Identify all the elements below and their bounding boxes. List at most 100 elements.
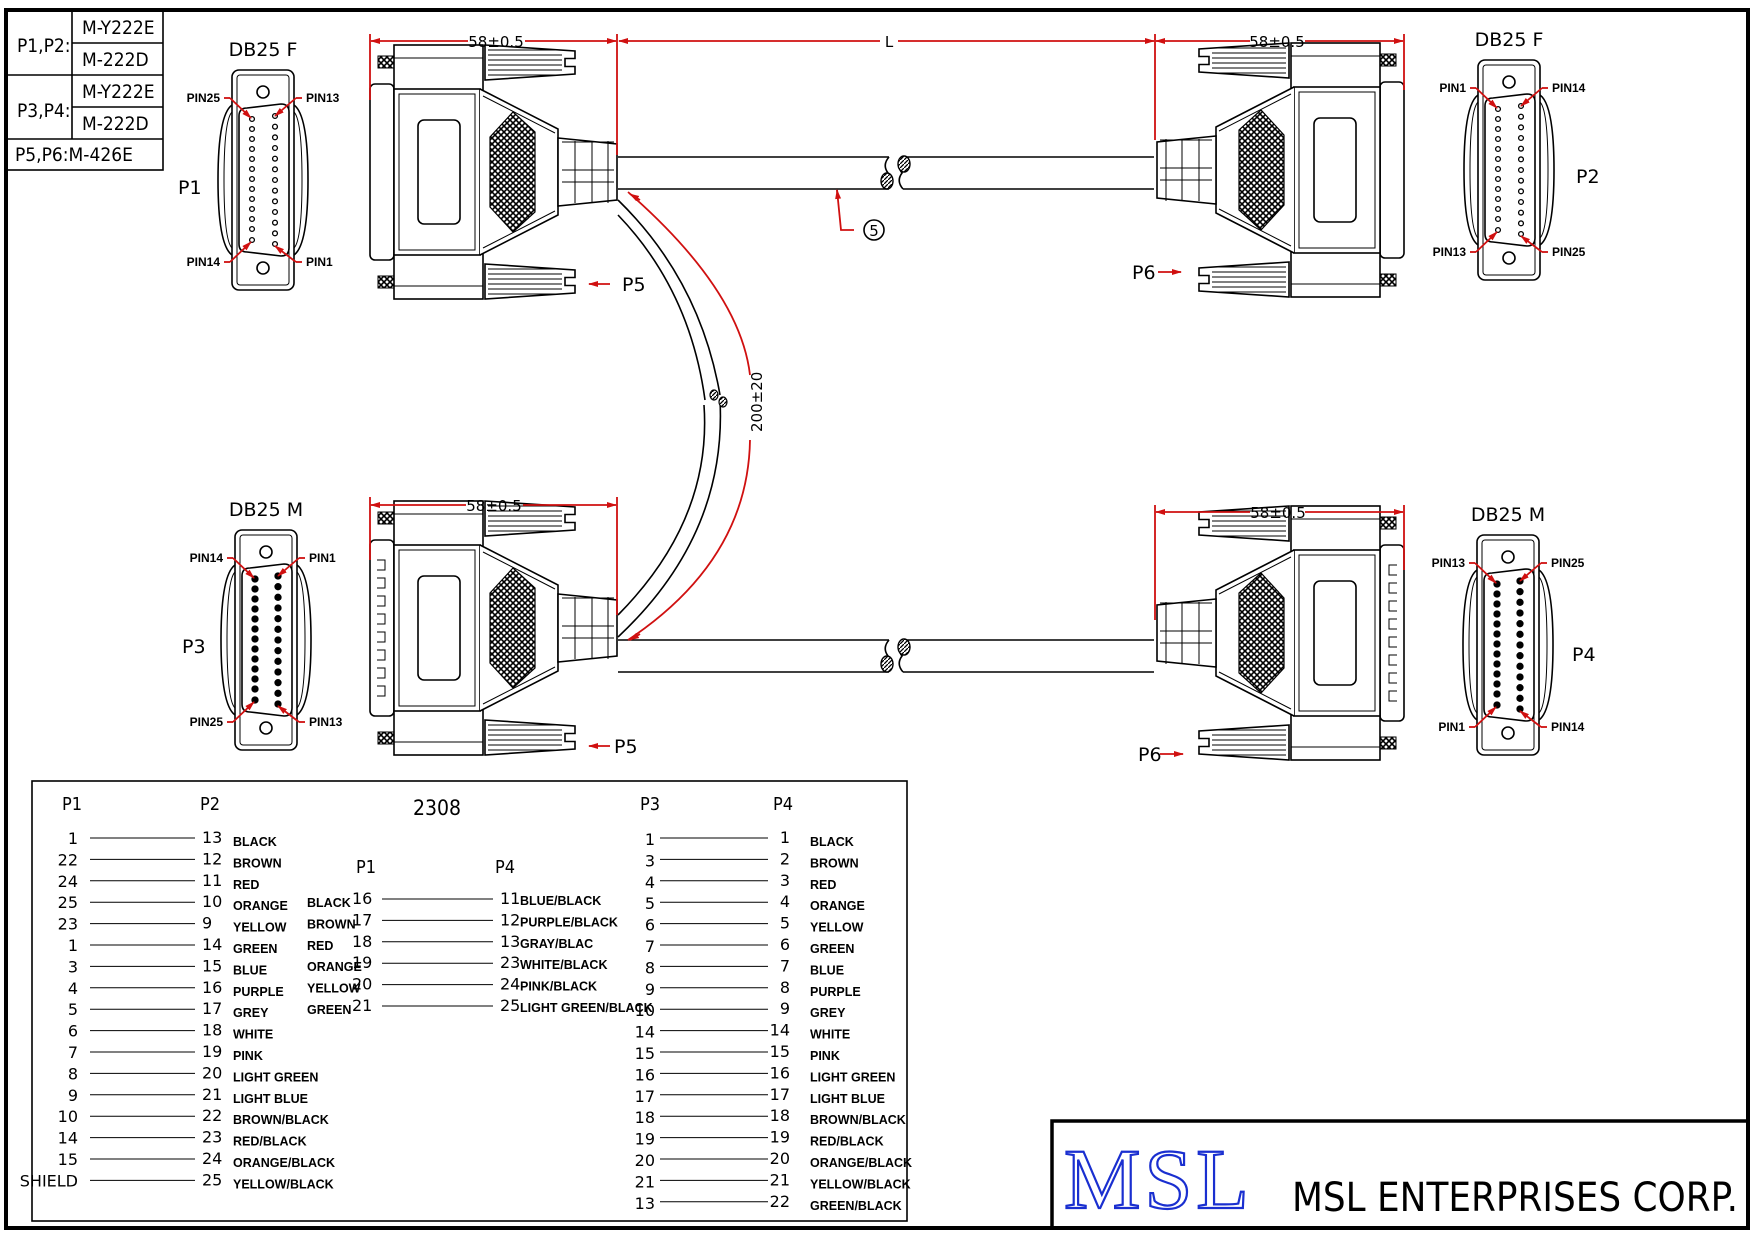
wire-color: BROWN/BLACK — [810, 1113, 906, 1127]
wire-color: LIGHT GREEN — [810, 1070, 895, 1084]
from-pin: 6 — [645, 916, 655, 935]
to-pin: 22 — [202, 1106, 222, 1125]
to-pin: 19 — [770, 1128, 790, 1147]
sheet-border — [4, 8, 1750, 1230]
from-pin: 18 — [635, 1108, 655, 1127]
spec-group-p3-p4: P3,P4: — [17, 100, 71, 122]
wire-color: GRAY/BLAC — [520, 937, 593, 951]
from-pin: 21 — [352, 996, 372, 1015]
wire-color: LIGHT BLUE — [810, 1092, 885, 1106]
to-pin: 22 — [770, 1192, 790, 1211]
from-pin: 5 — [645, 894, 655, 913]
wire-color: BLACK — [810, 835, 854, 849]
wire-color: GREY — [233, 1006, 269, 1020]
wire-color: GREEN — [233, 942, 277, 956]
pin-label: PIN25 — [1551, 556, 1585, 570]
from-pin: 21 — [635, 1172, 655, 1191]
to-pin: 1 — [780, 828, 790, 847]
wire-color: ORANGE — [233, 899, 288, 913]
to-pin: 15 — [202, 956, 222, 975]
to-pin: 14 — [770, 1021, 790, 1040]
connector-side-p2 — [1156, 42, 1405, 298]
connector-label-p3: P3 — [182, 636, 206, 658]
wire-color: WHITE — [233, 1028, 273, 1042]
from-pin: 20 — [352, 975, 372, 994]
from-pin: SHIELD — [20, 1171, 78, 1190]
from-pin: 8 — [68, 1064, 78, 1083]
pin-label: PIN25 — [190, 715, 224, 729]
table-c-to-header: P4 — [773, 794, 793, 815]
wire-color: LIGHT GREEN — [233, 1070, 318, 1084]
to-pin: 12 — [500, 910, 520, 929]
svg-text:P5: P5 — [622, 274, 646, 296]
wire-color: BROWN — [810, 856, 859, 870]
to-pin: 3 — [780, 871, 790, 890]
to-pin: 13 — [500, 932, 520, 951]
to-pin: 5 — [780, 914, 790, 933]
to-pin: 21 — [202, 1085, 222, 1104]
pin-label: PIN13 — [306, 91, 340, 105]
from-pin: 24 — [58, 872, 78, 891]
wiring-row: 6 5 YELLOW — [645, 914, 864, 935]
cable-item-callout: 5 — [835, 189, 885, 241]
wire-color: YELLOW/BLACK — [810, 1177, 911, 1191]
connector-type-label: DB25 F — [1475, 29, 1544, 51]
table-b-to-header: P4 — [495, 857, 515, 878]
main-cable-bottom — [618, 638, 1154, 673]
wire-color: WHITE — [810, 1028, 850, 1042]
to-pin: 14 — [202, 935, 222, 954]
wire-color: RED/BLACK — [810, 1135, 884, 1149]
from-pin: 10 — [58, 1107, 78, 1126]
pin-label: PIN1 — [1438, 720, 1465, 734]
main-cable-top — [618, 155, 1154, 190]
wire-color: LIGHT GREEN/BLACK — [520, 1001, 653, 1015]
from-pin: 1 — [68, 829, 78, 848]
wire-color: GREEN — [810, 942, 854, 956]
spec-backshell: P5,P6:M-426E — [15, 144, 133, 166]
to-pin: 11 — [202, 871, 222, 890]
from-pin: 1 — [68, 936, 78, 955]
pin-label: PIN14 — [1552, 81, 1586, 95]
connector-side-p1 — [369, 44, 618, 300]
table-a-from-header: P1 — [62, 794, 82, 815]
to-pin: 8 — [780, 978, 790, 997]
from-pin: 4 — [68, 979, 78, 998]
to-pin: 4 — [780, 892, 790, 911]
wire-color: BROWN — [307, 917, 356, 931]
wire-color: RED — [233, 878, 259, 892]
table-b-from-header: P1 — [356, 857, 376, 878]
from-pin: 17 — [352, 910, 372, 929]
dimension-top: 58±0.5 L 58±0.5 — [369, 33, 1405, 155]
to-pin: 16 — [770, 1063, 790, 1082]
wire-color: PINK — [810, 1049, 840, 1063]
wire-color: PINK/BLACK — [520, 980, 597, 994]
to-pin: 15 — [770, 1042, 790, 1061]
p6-callout-bottom: P6 — [1138, 744, 1184, 766]
hood-length-dimension: 58±0.5 — [1249, 33, 1305, 51]
to-pin: 20 — [770, 1149, 790, 1168]
connector-side-p3 — [369, 500, 618, 756]
company-title-block: MSL MSL ENTERPRISES CORP. — [1050, 1119, 1750, 1230]
from-pin: 7 — [68, 1043, 78, 1062]
wire-color: GREEN/BLACK — [810, 1199, 902, 1213]
branch-length-dimension: 200±20 — [748, 372, 766, 432]
from-pin: 5 — [68, 1000, 78, 1019]
wire-color: YELLOW — [810, 921, 864, 935]
connector-label-p1: P1 — [178, 177, 202, 199]
to-pin: 2 — [780, 849, 790, 868]
